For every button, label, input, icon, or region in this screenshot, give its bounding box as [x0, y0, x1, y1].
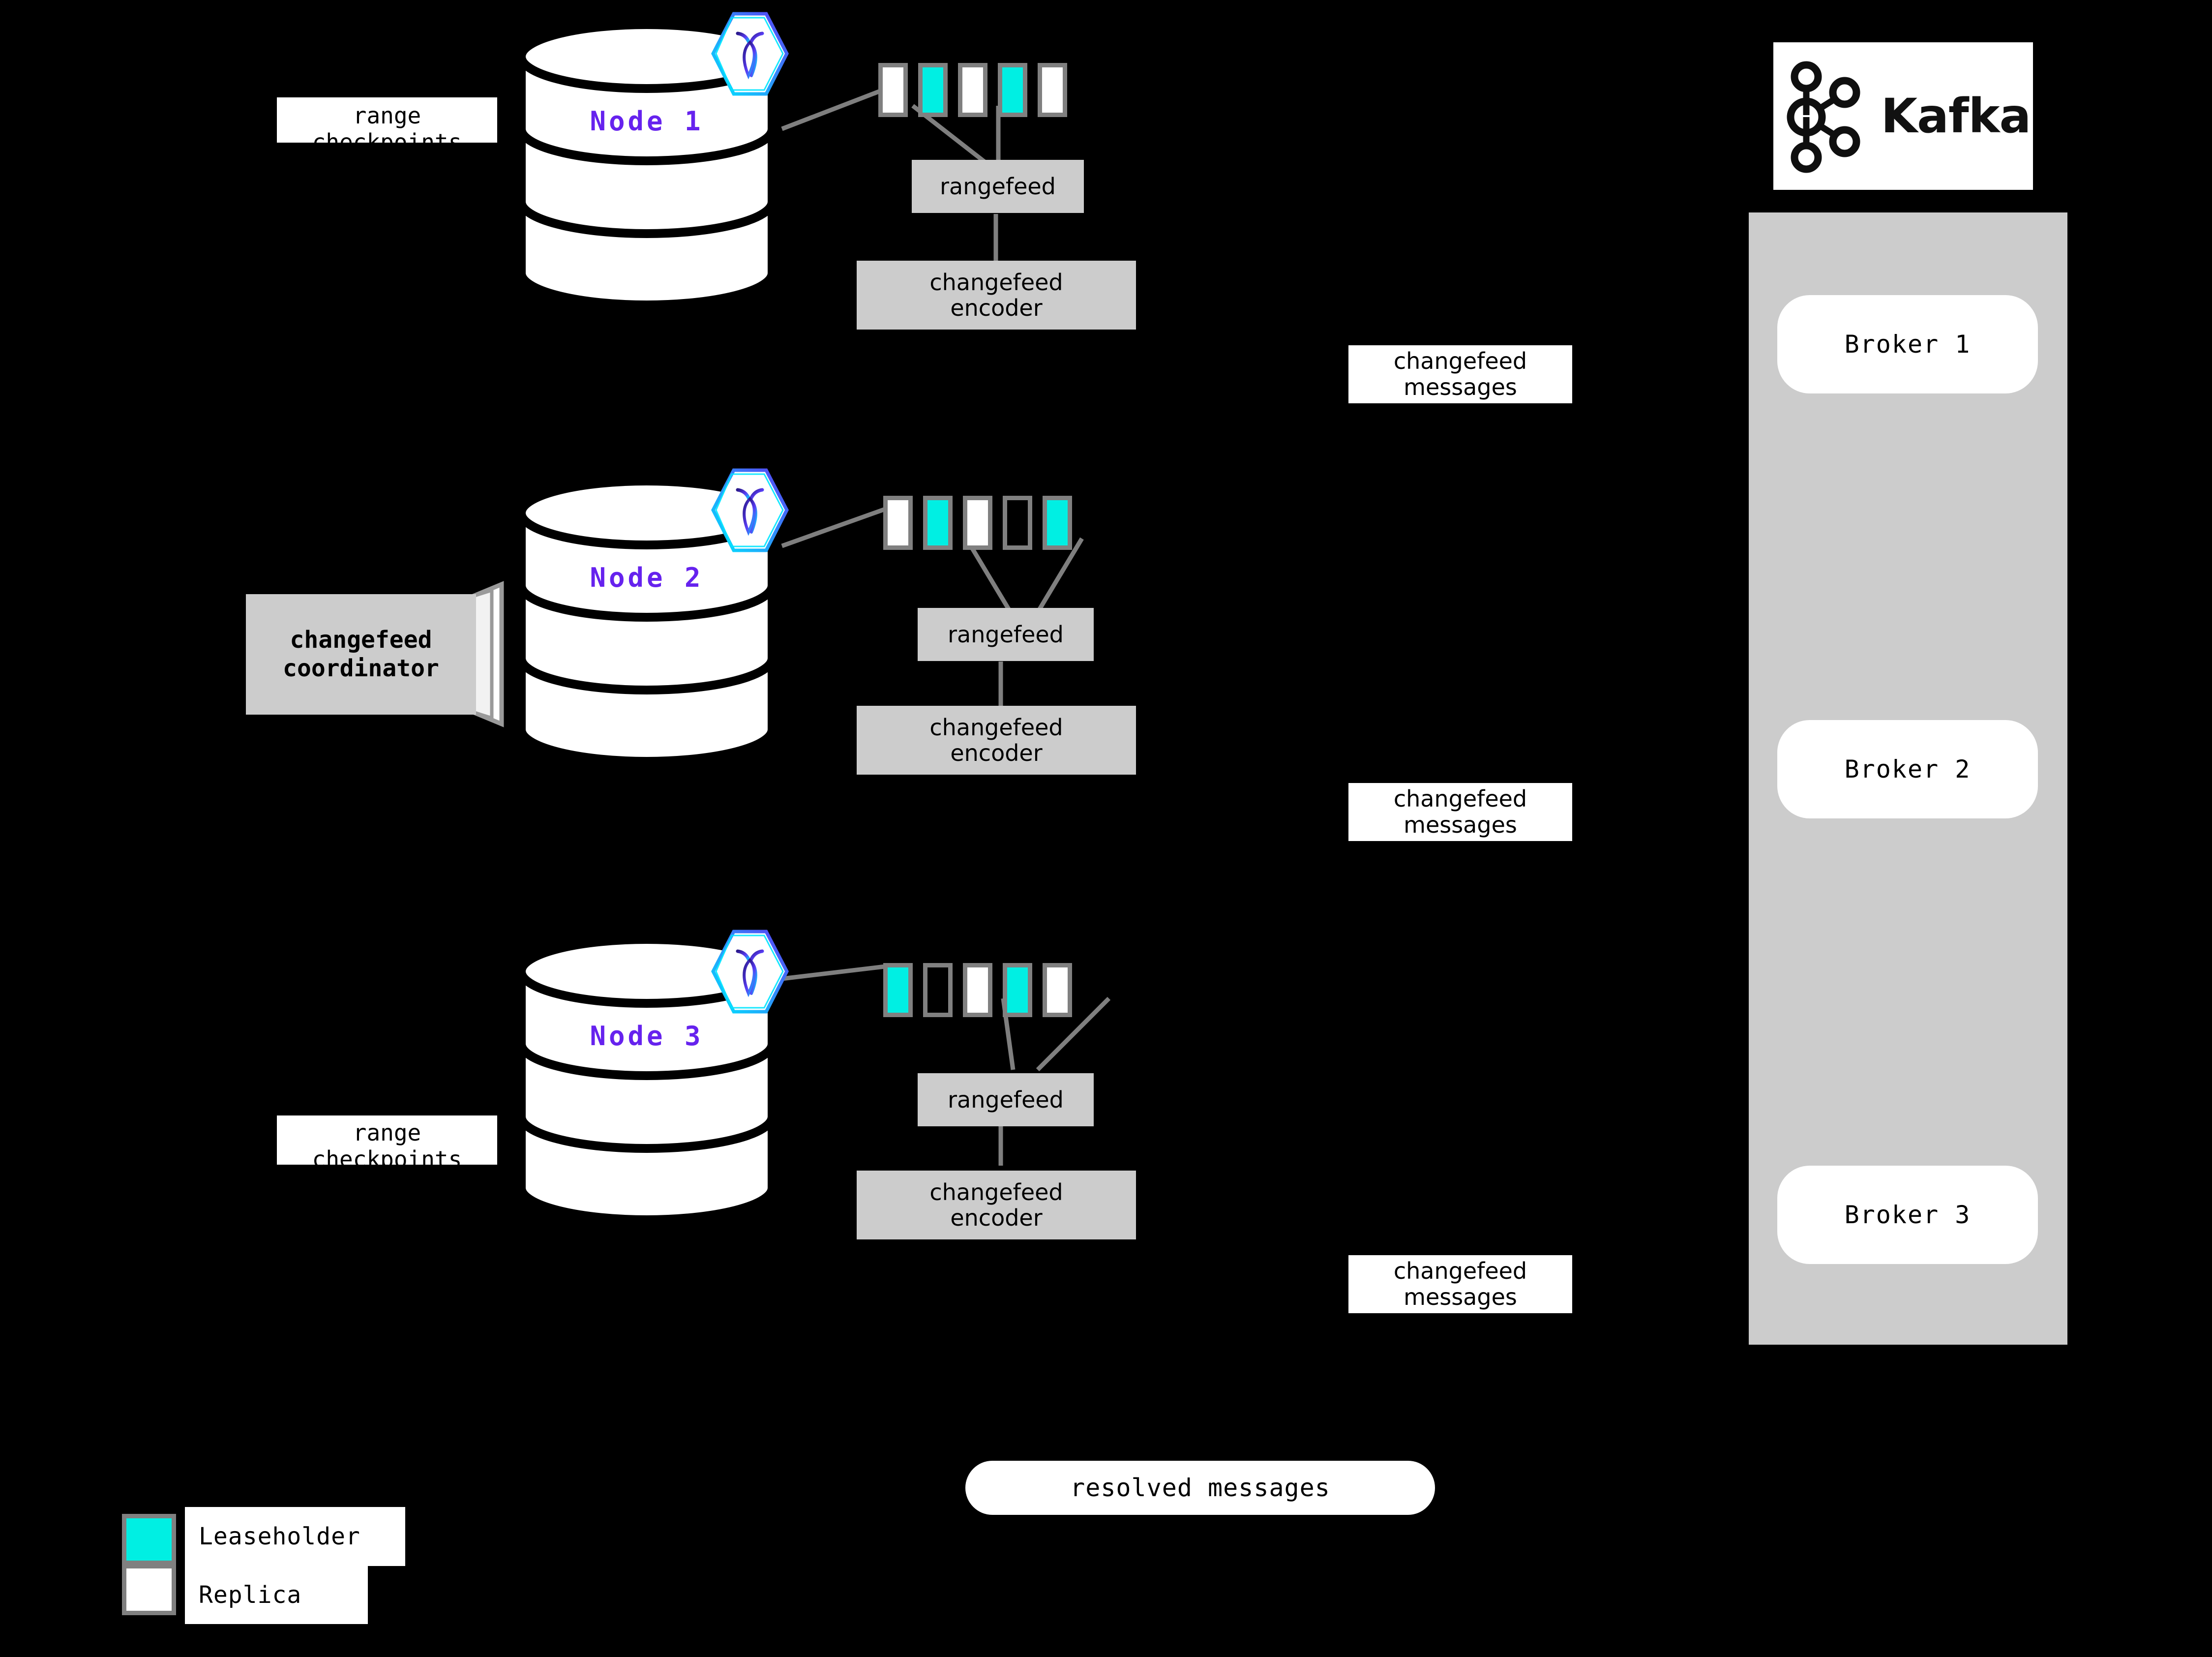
node-2-ranges [883, 496, 1072, 550]
range-box[interactable] [1043, 963, 1072, 1017]
range-box[interactable] [923, 496, 953, 550]
range-box[interactable] [918, 63, 948, 117]
node-1-range-checkpoints-label: range checkpoints [277, 97, 497, 143]
range-box[interactable] [958, 63, 987, 117]
legend-swatch-replica [122, 1564, 176, 1615]
broker-2[interactable]: Broker 2 [1777, 720, 2038, 818]
changefeed-coordinator-callout: changefeed coordinator [246, 571, 526, 738]
kafka-logo-card: Kafka [1773, 42, 2033, 190]
range-box[interactable] [883, 496, 913, 550]
node-2-changefeed-encoder[interactable]: changefeed encoder [857, 706, 1136, 775]
cockroachdb-logo [708, 11, 792, 97]
range-box[interactable] [963, 963, 992, 1017]
range-box[interactable] [883, 963, 913, 1017]
cockroachdb-logo [708, 467, 792, 553]
node-1-ranges [878, 63, 1067, 117]
cockroachdb-logo [708, 929, 792, 1015]
changefeed-messages-label-2: changefeed messages [1348, 783, 1572, 841]
changefeed-messages-label-3: changefeed messages [1348, 1255, 1572, 1313]
node-3-changefeed-encoder[interactable]: changefeed encoder [857, 1171, 1136, 1239]
range-box[interactable] [998, 63, 1027, 117]
changefeed-messages-label-1: changefeed messages [1348, 345, 1572, 403]
range-box[interactable] [1038, 63, 1067, 117]
node-3-rangefeed[interactable]: rangefeed [918, 1073, 1094, 1126]
kafka-logo [1787, 61, 1860, 173]
range-box[interactable] [963, 496, 992, 550]
range-box[interactable] [1003, 963, 1032, 1017]
range-box[interactable] [923, 963, 953, 1017]
legend-label-leaseholder: Leaseholder [185, 1507, 405, 1566]
broker-1[interactable]: Broker 1 [1777, 295, 2038, 393]
legend-label-replica: Replica [185, 1566, 368, 1624]
resolved-messages-pill[interactable]: resolved messages [965, 1461, 1435, 1515]
range-box[interactable] [1043, 496, 1072, 550]
node-3-cylinder: Node 3 [516, 934, 777, 1225]
range-box[interactable] [1003, 496, 1032, 550]
broker-3[interactable]: Broker 3 [1777, 1166, 2038, 1264]
node-2-rangefeed[interactable]: rangefeed [918, 608, 1094, 661]
node-1-rangefeed[interactable]: rangefeed [912, 160, 1084, 213]
changefeed-coordinator-box[interactable]: changefeed coordinator [246, 594, 476, 715]
coordinator-pointer [471, 581, 504, 727]
legend-swatch-leaseholder [122, 1514, 176, 1565]
range-box[interactable] [878, 63, 908, 117]
kafka-wordmark: Kafka [1881, 89, 2032, 144]
node-3-ranges [883, 963, 1072, 1017]
node-3-range-checkpoints-label: range checkpoints [277, 1115, 497, 1165]
node-1-changefeed-encoder[interactable]: changefeed encoder [857, 261, 1136, 330]
